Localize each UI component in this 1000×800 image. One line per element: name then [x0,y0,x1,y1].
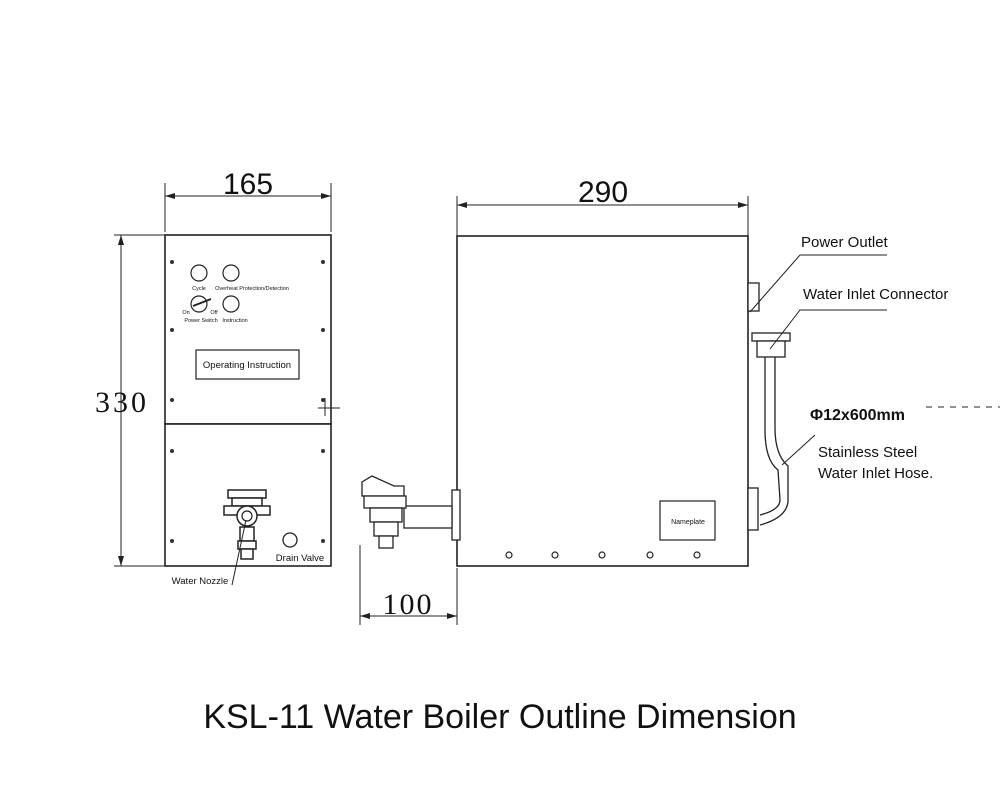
nameplate [659,500,716,541]
side-view: 290 Nameplate 100 [359,176,1000,625]
side-width-dimension: 290 [578,176,628,209]
hose-label-line1: Stainless Steel [818,444,917,461]
cycle-label: Cycle [192,286,206,292]
nameplate-label: Nameplate [671,519,705,526]
drain-valve-icon [282,532,298,548]
inlet-hose-icon [759,357,781,516]
power-switch-label: Power Switch [184,318,217,324]
water-inlet-connector-label: Water Inlet Connector [803,286,948,303]
overheat-indicator-icon [222,264,240,282]
overheat-label: Overheat Protection/Detection [215,286,289,292]
tap-depth-dimension: 100 [383,588,434,621]
operating-instruction-label: Operating Instruction [203,360,291,371]
cycle-indicator-icon [190,264,208,282]
front-view: 165 330 Cycle Overheat Protection/Detect… [95,168,340,587]
hose-spec-label: Φ12x600mm [810,407,905,424]
operating-instruction-plate [195,349,300,380]
water-nozzle-icon [223,489,271,560]
power-outlet-icon [747,282,760,312]
switch-off-label: Off [210,310,218,316]
power-outlet-label: Power Outlet [801,234,889,251]
instruction-label: Instruction [222,318,247,324]
front-upper-panel [164,234,332,425]
instruction-light-icon [222,295,240,313]
switch-on-label: On [182,310,189,316]
hose-label-line2: Water Inlet Hose. [818,465,933,482]
side-tap-icon [361,475,461,549]
height-dimension: 330 [95,386,149,419]
page-title: KSL-11 Water Boiler Outline Dimension [203,698,797,736]
water-inlet-connector-icon [751,332,791,342]
power-switch-icon [190,295,208,313]
drain-valve-label: Drain Valve [276,553,324,564]
front-width-dimension: 165 [223,168,273,201]
water-nozzle-label: Water Nozzle [172,576,229,587]
